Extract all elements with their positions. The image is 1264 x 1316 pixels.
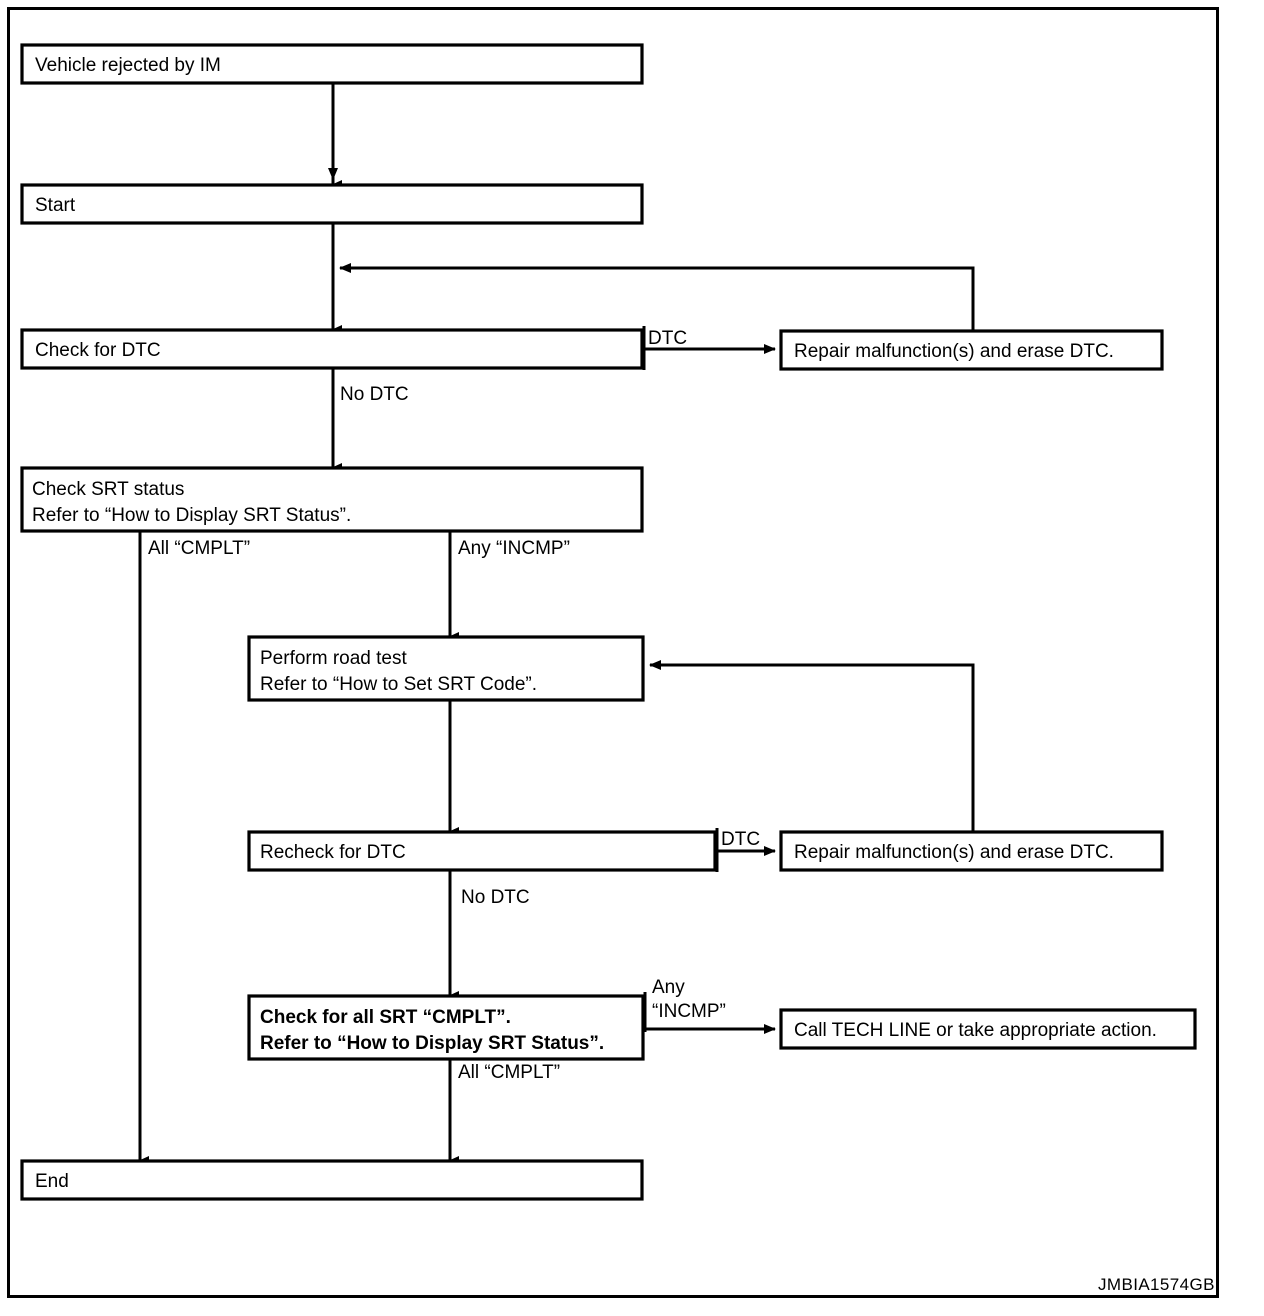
node-recheck-for-dtc: Recheck for DTC	[247, 830, 717, 872]
edge-label-no-dtc-1: No DTC	[340, 384, 409, 405]
node-perform-road-test-label-line1: Perform road test	[260, 648, 407, 669]
node-check-for-all-srt-label-line2: Refer to “How to Display SRT Status”.	[260, 1033, 604, 1054]
node-recheck-for-dtc-label: Recheck for DTC	[260, 842, 406, 863]
diagram-outer-border	[7, 7, 1219, 1298]
edge-repair1-feedback-loop	[339, 263, 975, 331]
node-check-for-dtc-label: Check for DTC	[35, 340, 161, 361]
node-start: Start	[20, 183, 644, 225]
edge-label-no-dtc-2: No DTC	[461, 887, 530, 908]
node-repair-malfunctions-2-label: Repair malfunction(s) and erase DTC.	[794, 842, 1114, 863]
node-repair-malfunctions-1: Repair malfunction(s) and erase DTC.	[779, 329, 1164, 371]
node-check-srt-status: Check SRT status Refer to “How to Displa…	[20, 466, 644, 533]
edge-label-any-incmp-2-line1: Any	[652, 977, 685, 998]
node-repair-malfunctions-2: Repair malfunction(s) and erase DTC.	[779, 830, 1164, 872]
node-check-for-all-srt-label-line1: Check for all SRT “CMPLT”.	[260, 1007, 511, 1028]
node-start-label: Start	[35, 195, 76, 216]
node-call-tech-line: Call TECH LINE or take appropriate actio…	[779, 1008, 1197, 1050]
node-check-srt-status-label-line1: Check SRT status	[32, 479, 184, 500]
edge-label-all-cmplt-1: All “CMPLT”	[148, 538, 250, 559]
node-perform-road-test: Perform road test Refer to “How to Set S…	[247, 635, 645, 702]
node-vehicle-rejected-label: Vehicle rejected by IM	[35, 55, 221, 76]
edge-label-any-incmp-2-line2: “INCMP”	[652, 1001, 726, 1022]
node-end-label: End	[35, 1171, 69, 1192]
edge-repair2-feedback-loop	[649, 660, 975, 832]
node-vehicle-rejected: Vehicle rejected by IM	[20, 43, 644, 85]
node-check-srt-status-label-line2: Refer to “How to Display SRT Status”.	[32, 505, 351, 526]
figure-id-label: JMBIA1574GB	[1098, 1275, 1215, 1294]
node-end: End	[20, 1159, 644, 1201]
node-check-for-all-srt: Check for all SRT “CMPLT”. Refer to “How…	[247, 994, 645, 1061]
node-check-for-dtc: Check for DTC	[20, 328, 644, 370]
edge-label-any-incmp-1: Any “INCMP”	[458, 538, 570, 559]
node-repair-malfunctions-1-label: Repair malfunction(s) and erase DTC.	[794, 341, 1114, 362]
node-perform-road-test-label-line2: Refer to “How to Set SRT Code”.	[260, 674, 537, 695]
edge-label-all-cmplt-2: All “CMPLT”	[458, 1062, 560, 1083]
edge-label-dtc-2: DTC	[721, 829, 760, 850]
node-call-tech-line-label: Call TECH LINE or take appropriate actio…	[794, 1020, 1157, 1041]
edge-label-dtc-1: DTC	[648, 328, 687, 349]
